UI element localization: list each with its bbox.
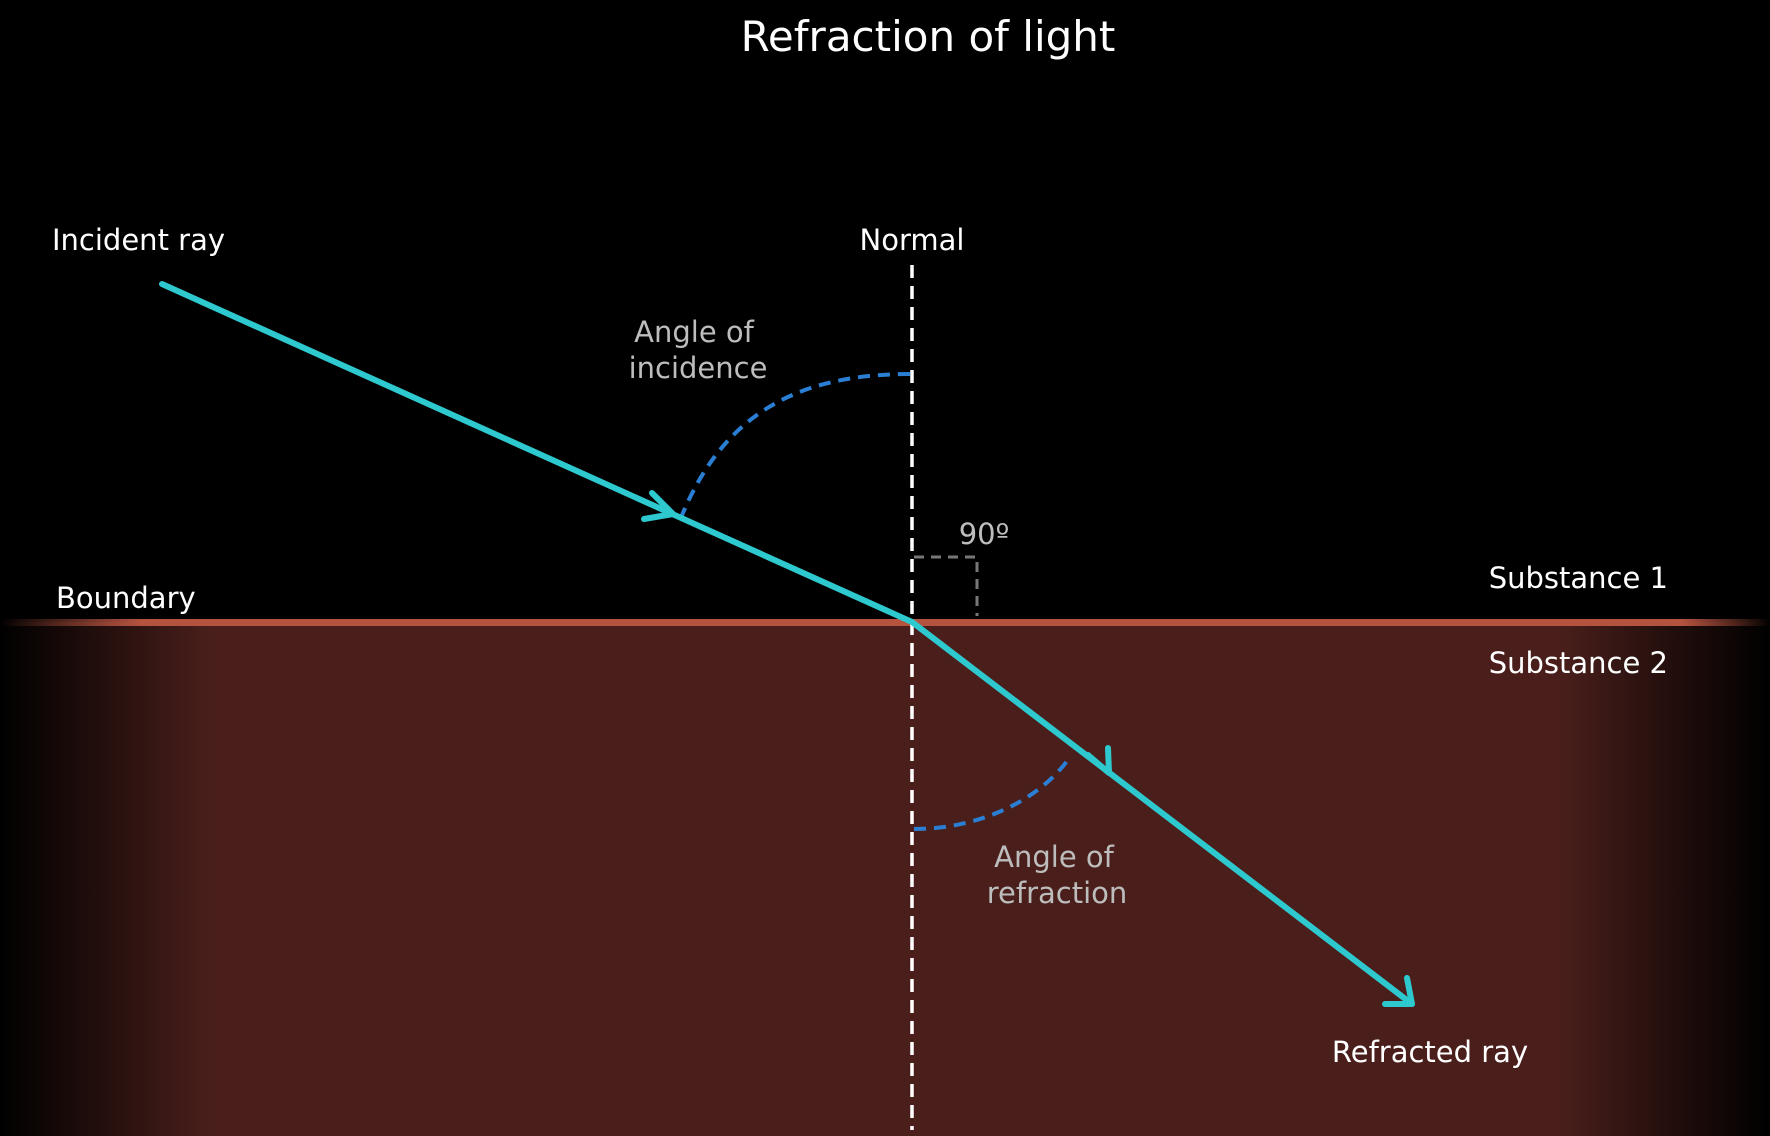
- angle-of-incidence-label-line1: Angle of: [634, 315, 754, 349]
- normal-label: Normal: [860, 223, 965, 257]
- angle-of-incidence-label-line2: incidence: [629, 351, 768, 385]
- boundary-label: Boundary: [56, 581, 196, 615]
- incident-ray-arrowhead: [641, 490, 676, 522]
- refracted-ray-arrowhead-mid: [1085, 745, 1112, 776]
- refracted-ray-label: Refracted ray: [1332, 1035, 1528, 1069]
- diagram-title: Refraction of light: [741, 12, 1116, 61]
- angle-of-refraction-label-line2: refraction: [987, 876, 1128, 910]
- right-angle-marker: [914, 555, 979, 616]
- angle-of-incidence-arc: [678, 372, 911, 521]
- incident-ray-label: Incident ray: [52, 223, 225, 257]
- substance-2-region: [0, 622, 1770, 1136]
- right-angle-label: 90º: [959, 517, 1010, 551]
- incident-ray: [159, 281, 915, 625]
- substance-2-label: Substance 2: [1489, 646, 1668, 680]
- angle-of-refraction-label-line1: Angle of: [994, 840, 1114, 874]
- refracted-ray: [909, 619, 1415, 1007]
- boundary-line: [0, 619, 1770, 626]
- substance-1-label: Substance 1: [1489, 561, 1668, 595]
- refracted-ray-arrowhead-end: [1382, 975, 1415, 1007]
- angle-of-refraction-arc: [913, 755, 1072, 831]
